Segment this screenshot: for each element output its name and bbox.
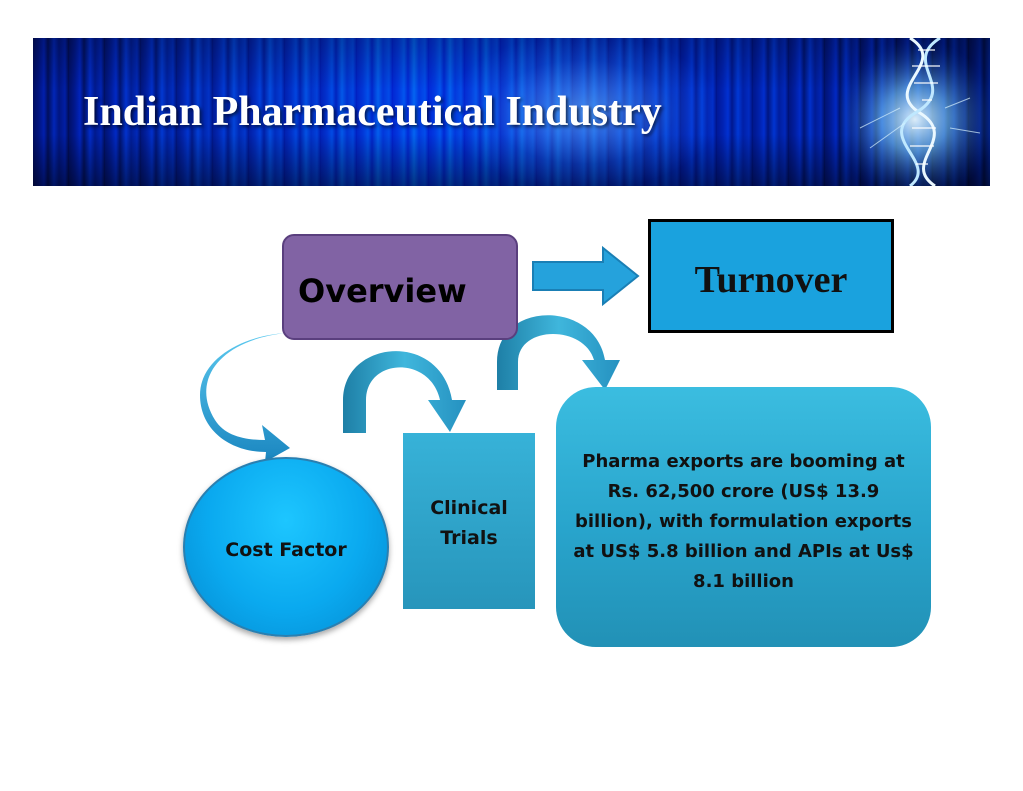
turnover-label: Turnover	[694, 259, 848, 301]
curved-arrow-clinical-icon	[343, 351, 466, 433]
exports-box: Pharma exports are booming at Rs. 62,500…	[556, 387, 931, 647]
slide-title: Indian Pharmaceutical Industry	[83, 89, 662, 135]
overview-label: Overview	[298, 272, 467, 310]
turnover-box: Turnover	[648, 219, 894, 333]
title-banner: Indian Pharmaceutical Industry	[33, 38, 990, 186]
clinical-trials-label: Clinical Trials	[430, 497, 508, 549]
clinical-trials-box: Clinical Trials	[403, 433, 535, 609]
dna-helix-icon	[840, 38, 990, 186]
cost-factor-circle: Cost Factor	[183, 457, 389, 637]
cost-factor-label: Cost Factor	[225, 539, 347, 561]
exports-text: Pharma exports are booming at Rs. 62,500…	[573, 451, 914, 592]
curved-arrow-cost-icon	[200, 333, 290, 462]
banner-glow	[453, 38, 713, 186]
overview-box: Overview	[282, 234, 518, 340]
right-arrow-icon	[532, 245, 640, 307]
